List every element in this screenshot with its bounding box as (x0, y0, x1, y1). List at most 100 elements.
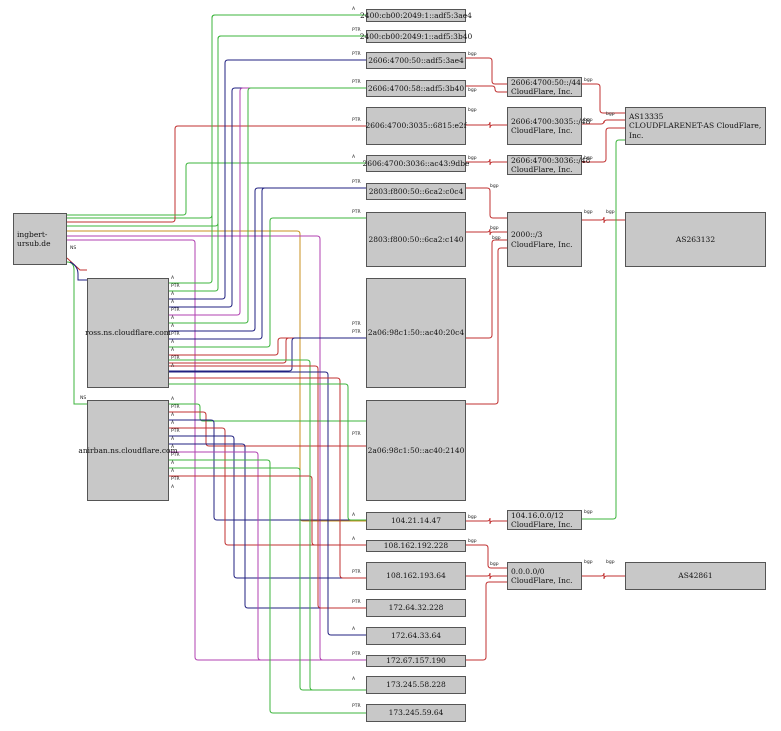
edge-label: A (171, 348, 175, 353)
prefix-node[interactable]: 2606:4700:3036::/48 CloudFlare, Inc. (507, 155, 590, 175)
edge-line (169, 411, 366, 447)
edge-line (466, 581, 507, 661)
edge-line (466, 85, 507, 93)
edge-line (582, 572, 625, 580)
edge-label: NS (70, 246, 77, 251)
edge-label: A (171, 364, 175, 369)
edge-line (169, 187, 366, 340)
edge-label: A (171, 340, 175, 345)
edge-label: bgp (490, 562, 499, 567)
edge-line (169, 187, 366, 332)
ipv4-node[interactable]: 108.162.192.228 (366, 540, 466, 552)
ipv6-node[interactable]: 2400:cb00:2049:1::adf5:3b40 (360, 30, 472, 43)
edge-label: A (171, 469, 175, 474)
edge-label: A (171, 397, 175, 402)
prefix-node[interactable]: 2000::/3 CloudFlare, Inc. (507, 212, 582, 267)
prefix-node[interactable]: 2606:4700:50::/44 CloudFlare, Inc. (507, 77, 582, 97)
edge-label: PTR (352, 432, 361, 437)
ipv4-node[interactable]: 108.162.193.64 (366, 562, 466, 590)
as-node[interactable]: AS263132 (625, 212, 766, 267)
ipv6-node[interactable]: 2803:f800:50::6ca2:c140 (366, 212, 466, 267)
ipv6-node[interactable]: 2a06:98c1:50::ac40:20c4 (366, 278, 466, 388)
edge-label: bgp (492, 236, 501, 241)
edge-label: A (352, 7, 356, 12)
edge-label: bgp (606, 112, 615, 117)
edge-label: bgp (584, 510, 593, 515)
edge-label: PTR (171, 453, 180, 458)
as-node[interactable]: AS42861 (625, 562, 766, 590)
ipv6-node[interactable]: 2606:4700:3035::6815:e2f (366, 107, 466, 145)
edge-label: A (171, 445, 175, 450)
edge-line (66, 261, 87, 405)
edge-label: bgp (584, 118, 593, 123)
edge-label: PTR (171, 308, 180, 313)
edge-line (582, 83, 625, 114)
edge-label: PTR (352, 570, 361, 575)
edge-label: A (171, 292, 175, 297)
ipv4-node[interactable]: 172.64.32.228 (366, 599, 466, 617)
edge-label: A (352, 513, 356, 518)
nameserver-node-ross[interactable]: ross.ns.cloudflare.com (85, 278, 171, 388)
ipv4-node[interactable]: 172.67.157.190 (366, 655, 466, 667)
edge-label: bgp (468, 108, 477, 113)
edge-line (582, 216, 625, 224)
edge-label: bgp (468, 88, 477, 93)
edge-line (169, 35, 366, 292)
ipv4-node[interactable]: 172.64.33.64 (366, 627, 466, 645)
edge-label: A (171, 276, 175, 281)
edge-label: A (171, 437, 175, 442)
edge-line (169, 451, 366, 661)
edge-line (582, 139, 625, 520)
edge-label: PTR (352, 600, 361, 605)
edge-label: bgp (584, 156, 593, 161)
edge-label: A (171, 324, 175, 329)
prefix-node[interactable]: 0.0.0.0/0 CloudFlare, Inc. (507, 562, 582, 590)
edge-line (67, 230, 366, 522)
prefix-node[interactable]: 2606:4700:3035::/48 CloudFlare, Inc. (507, 107, 590, 145)
edge-line (466, 517, 507, 525)
edge-line (582, 119, 625, 125)
prefix-node[interactable]: 104.16.0.0/12 CloudFlare, Inc. (507, 510, 582, 530)
edge-line (169, 377, 366, 579)
edge-label: A (352, 677, 356, 682)
ipv6-node[interactable]: 2a06:98c1:50::ac40:2140 (366, 400, 466, 501)
edge-label: bgp (468, 52, 477, 57)
ipv6-node[interactable]: 2803:f800:50::6ca2:c0c4 (366, 183, 466, 200)
ipv6-node[interactable]: 2606:4700:3036::ac43:9dbe (363, 155, 469, 172)
edge-line (169, 217, 366, 348)
edge-label: A (171, 300, 175, 305)
edge-line (169, 467, 366, 691)
edge-line (466, 572, 507, 580)
edge-label: PTR (352, 210, 361, 215)
edge-label: bgp (490, 184, 499, 189)
edge-line (169, 337, 366, 356)
edge-line (169, 435, 366, 579)
ipv4-node[interactable]: 104.21.14.47 (366, 512, 466, 530)
edge-label: bgp (584, 78, 593, 83)
edge-line (169, 427, 366, 546)
edge-label: NS (80, 396, 87, 401)
edge-label: bgp (606, 210, 615, 215)
edge-label: A (352, 627, 356, 632)
edge-line (169, 365, 366, 609)
edge-label: PTR (352, 704, 361, 709)
edge-label: PTR (171, 356, 180, 361)
nameserver-node-anirban[interactable]: anirban.ns.cloudflare.com (78, 400, 178, 501)
edge-label: PTR (352, 28, 361, 33)
ipv4-node[interactable]: 173.245.59.64 (366, 704, 466, 722)
edge-line (169, 359, 366, 691)
edge-label: bgp (468, 515, 477, 520)
domain-node[interactable]: ingbert-ursub.de (13, 213, 67, 265)
edge-line (169, 419, 366, 521)
as-node[interactable]: AS13335 CLOUDFLARENET-AS CloudFlare, Inc… (625, 107, 766, 145)
edge-label: PTR (171, 477, 180, 482)
ipv6-node[interactable]: 2400:cb00:2049:1::adf5:3ae4 (360, 9, 472, 22)
ipv4-node[interactable]: 173.245.58.228 (366, 676, 466, 694)
edge-line (466, 57, 507, 85)
ipv6-node[interactable]: 2606:4700:58::adf5:3b40 (366, 80, 466, 97)
ipv6-node[interactable]: 2606:4700:50::adf5:3ae4 (366, 52, 466, 69)
edge-label: A (352, 537, 356, 542)
edge-line (466, 239, 507, 339)
edge-label: PTR (171, 405, 180, 410)
edge-label: bgp (468, 539, 477, 544)
